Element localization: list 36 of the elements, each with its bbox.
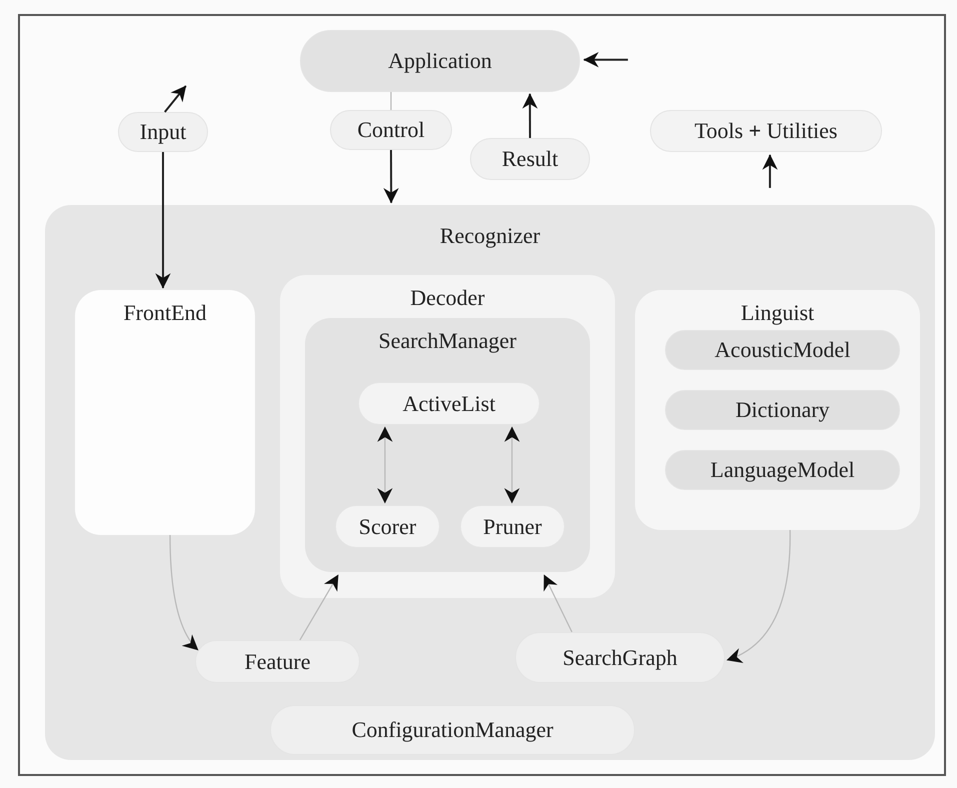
component-pill: Result xyxy=(470,138,590,180)
arrow xyxy=(583,52,628,68)
arrow xyxy=(383,150,399,204)
arrow xyxy=(164,85,187,113)
component-pill: Tools + Utilities xyxy=(650,110,882,152)
component-pill: LanguageModel xyxy=(665,450,900,490)
component-pill: Control xyxy=(330,110,452,150)
component-pill: Application xyxy=(300,30,580,92)
panel-title: Recognizer xyxy=(440,223,540,249)
panel-title: SearchManager xyxy=(378,328,517,354)
arrow xyxy=(155,152,171,289)
component-pill: Feature xyxy=(195,640,360,683)
component-pill: Dictionary xyxy=(665,390,900,430)
component-pill: ActiveList xyxy=(358,382,540,425)
arrow xyxy=(299,574,339,640)
panel-title: Linguist xyxy=(740,300,814,326)
component-panel xyxy=(75,290,255,535)
component-pill: ConfigurationManager xyxy=(270,705,635,755)
component-panel xyxy=(280,275,615,598)
component-panel xyxy=(305,318,590,572)
component-pill: Scorer xyxy=(335,505,440,548)
arrow xyxy=(377,426,393,504)
component-pill: SearchGraph xyxy=(515,632,725,683)
arrow xyxy=(522,93,538,138)
component-pill: Input xyxy=(118,112,208,152)
arrow xyxy=(726,530,791,662)
component-panel xyxy=(635,290,920,530)
component-pill: Pruner xyxy=(460,505,565,548)
panel-title: FrontEnd xyxy=(123,300,207,326)
arrow xyxy=(544,574,572,632)
arrow xyxy=(762,154,778,188)
panel-title: Decoder xyxy=(410,285,485,311)
arrow xyxy=(169,535,198,650)
component-panel xyxy=(45,205,935,760)
component-pill: AcousticModel xyxy=(665,330,900,370)
arrow xyxy=(504,426,520,504)
